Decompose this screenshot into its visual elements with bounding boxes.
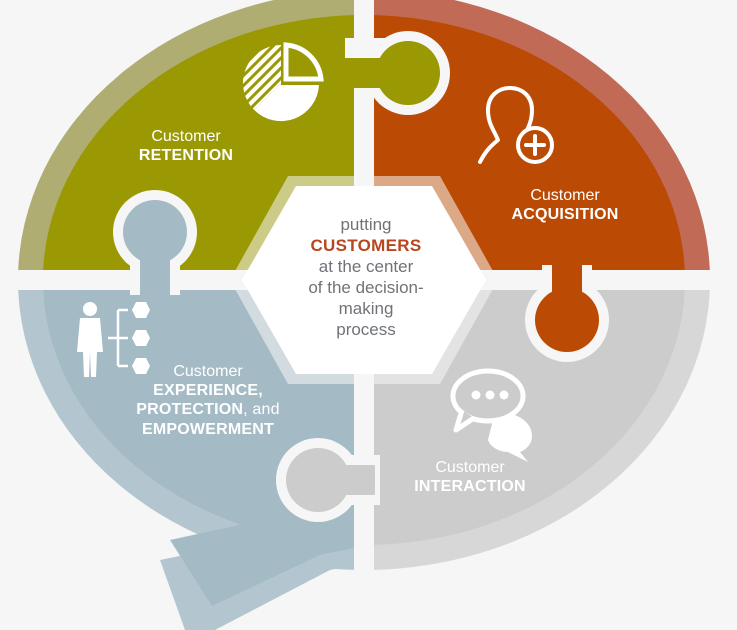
pie-chart-icon bbox=[242, 42, 324, 122]
acquisition-title: ACQUISITION bbox=[511, 206, 619, 224]
center-highlight: CUSTOMERS bbox=[310, 236, 422, 255]
center-message: putting CUSTOMERS at the center of the d… bbox=[276, 214, 456, 340]
puzzle-knob-acquisition bbox=[525, 265, 609, 362]
experience-title-line2: PROTECTION bbox=[136, 401, 244, 419]
puzzle-knob-interaction bbox=[276, 438, 380, 522]
center-line-1: putting bbox=[340, 215, 392, 234]
center-line-4: of the decision- bbox=[308, 278, 424, 297]
retention-prefix: Customer bbox=[151, 128, 221, 145]
center-hexagon bbox=[230, 176, 498, 384]
interaction-title: INTERACTION bbox=[414, 478, 526, 496]
chat-bubbles-icon bbox=[450, 368, 532, 462]
experience-label: Customer EXPERIENCE, PROTECTION, and EMP… bbox=[128, 362, 288, 439]
puzzle-knob-experience bbox=[113, 190, 197, 295]
experience-title-line1: EXPERIENCE, bbox=[153, 382, 263, 400]
interaction-prefix: Customer bbox=[435, 459, 505, 476]
org-hierarchy-icon bbox=[77, 302, 150, 377]
center-line-5: making bbox=[338, 299, 394, 318]
interaction-label: Customer INTERACTION bbox=[405, 458, 535, 496]
center-line-3: at the center bbox=[318, 257, 414, 276]
experience-title-line3: EMPOWERMENT bbox=[142, 420, 274, 438]
acquisition-label: Customer ACQUISITION bbox=[500, 186, 630, 224]
experience-title-line2-suffix: , and bbox=[243, 401, 280, 419]
experience-prefix: Customer bbox=[173, 363, 243, 380]
add-user-icon bbox=[478, 86, 554, 164]
center-line-6: process bbox=[336, 320, 396, 339]
retention-label: Customer RETENTION bbox=[126, 127, 246, 165]
acquisition-prefix: Customer bbox=[530, 187, 600, 204]
retention-title: RETENTION bbox=[138, 147, 234, 165]
puzzle-knob-retention bbox=[345, 31, 450, 115]
